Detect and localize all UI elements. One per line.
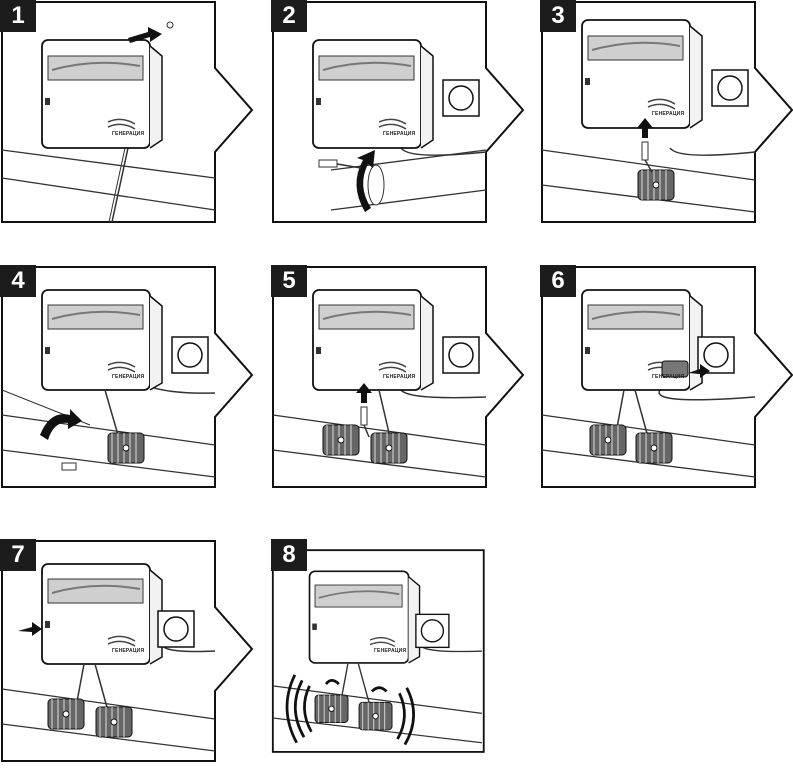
probe-connector-icon	[61, 462, 77, 471]
vibration-waves-icon	[285, 674, 415, 746]
brand-label: ГЕНЕРАЦИЯ	[383, 374, 416, 380]
step-2-panel: 2 ГЕНЕРАЦИЯ	[271, 0, 525, 225]
controller-box	[581, 19, 703, 129]
up-arrow-icon	[637, 118, 653, 138]
coil-coupling	[322, 424, 360, 456]
step-1-illustration	[1, 1, 254, 223]
step-6-illustration	[541, 266, 793, 488]
coil-coupling	[107, 432, 145, 464]
step-7-illustration	[1, 540, 254, 762]
controller-box	[41, 289, 163, 391]
step-5-illustration	[272, 266, 525, 488]
step-number: 2	[271, 0, 307, 32]
probe-connector-icon	[641, 141, 653, 173]
controller-box	[312, 289, 434, 391]
coil-coupling	[589, 424, 627, 456]
controller-box	[41, 39, 163, 149]
push-arrow-icon	[128, 27, 162, 43]
step-3-illustration	[541, 1, 793, 223]
coil-coupling	[47, 698, 85, 730]
brand-label: ГЕНЕРАЦИЯ	[383, 131, 416, 137]
step-number: 1	[0, 0, 36, 32]
wall-socket-icon	[711, 69, 749, 107]
step-number: 7	[0, 539, 36, 571]
press-arrow-icon	[18, 622, 42, 636]
brand-label: ГЕНЕРАЦИЯ	[374, 648, 407, 654]
step-4-panel: 4 ГЕНЕРАЦИЯ	[0, 265, 254, 490]
brand-label: ГЕНЕРАЦИЯ	[652, 374, 685, 380]
step-number: 8	[271, 539, 307, 571]
step-8-panel: 8 ГЕНЕРАЦИЯ	[271, 539, 503, 764]
controller-box	[308, 570, 421, 664]
wall-socket-icon	[171, 336, 209, 374]
step-1-panel: 1 ГЕНЕРАЦИЯ	[0, 0, 254, 225]
coil-coupling	[358, 701, 393, 731]
step-4-illustration	[1, 266, 254, 488]
step-3-panel: 3 ГЕНЕРАЦИЯ	[540, 0, 793, 225]
wall-socket-icon	[157, 610, 195, 648]
step-8-illustration	[271, 549, 485, 753]
wrap-arrow-icon	[356, 150, 375, 212]
step-5-panel: 5 ГЕНЕРАЦИЯ	[271, 265, 525, 490]
step-6-panel: 6 ГЕНЕРАЦИЯ	[540, 265, 793, 490]
coil-coupling	[637, 169, 675, 201]
wrap-arrow-icon	[40, 409, 82, 440]
coil-coupling	[314, 694, 349, 724]
plug-in-arrow-icon	[688, 364, 710, 378]
controller-box	[312, 39, 434, 149]
step-number: 6	[540, 265, 576, 297]
coil-coupling	[370, 432, 408, 464]
brand-label: ГЕНЕРАЦИЯ	[112, 131, 145, 137]
step-number: 3	[540, 0, 576, 32]
brand-label: ГЕНЕРАЦИЯ	[112, 648, 145, 654]
coil-coupling	[95, 706, 133, 738]
step-2-illustration	[272, 1, 525, 223]
step-number: 5	[271, 265, 307, 297]
wall-socket-icon	[415, 613, 450, 649]
probe-connector-icon	[360, 406, 370, 438]
wall-socket-icon	[442, 336, 480, 374]
power-plug-icon	[661, 360, 689, 378]
wall-socket-icon	[442, 79, 480, 117]
pipe	[1, 414, 216, 478]
brand-label: ГЕНЕРАЦИЯ	[112, 374, 145, 380]
coil-coupling	[635, 432, 673, 464]
up-arrow-icon	[356, 383, 372, 403]
step-7-panel: 7 ГЕНЕРАЦИЯ	[0, 539, 254, 764]
step-number: 4	[0, 265, 36, 297]
brand-label: ГЕНЕРАЦИЯ	[652, 111, 685, 117]
screw-icon	[166, 21, 174, 29]
probe-connector-icon	[318, 159, 362, 169]
